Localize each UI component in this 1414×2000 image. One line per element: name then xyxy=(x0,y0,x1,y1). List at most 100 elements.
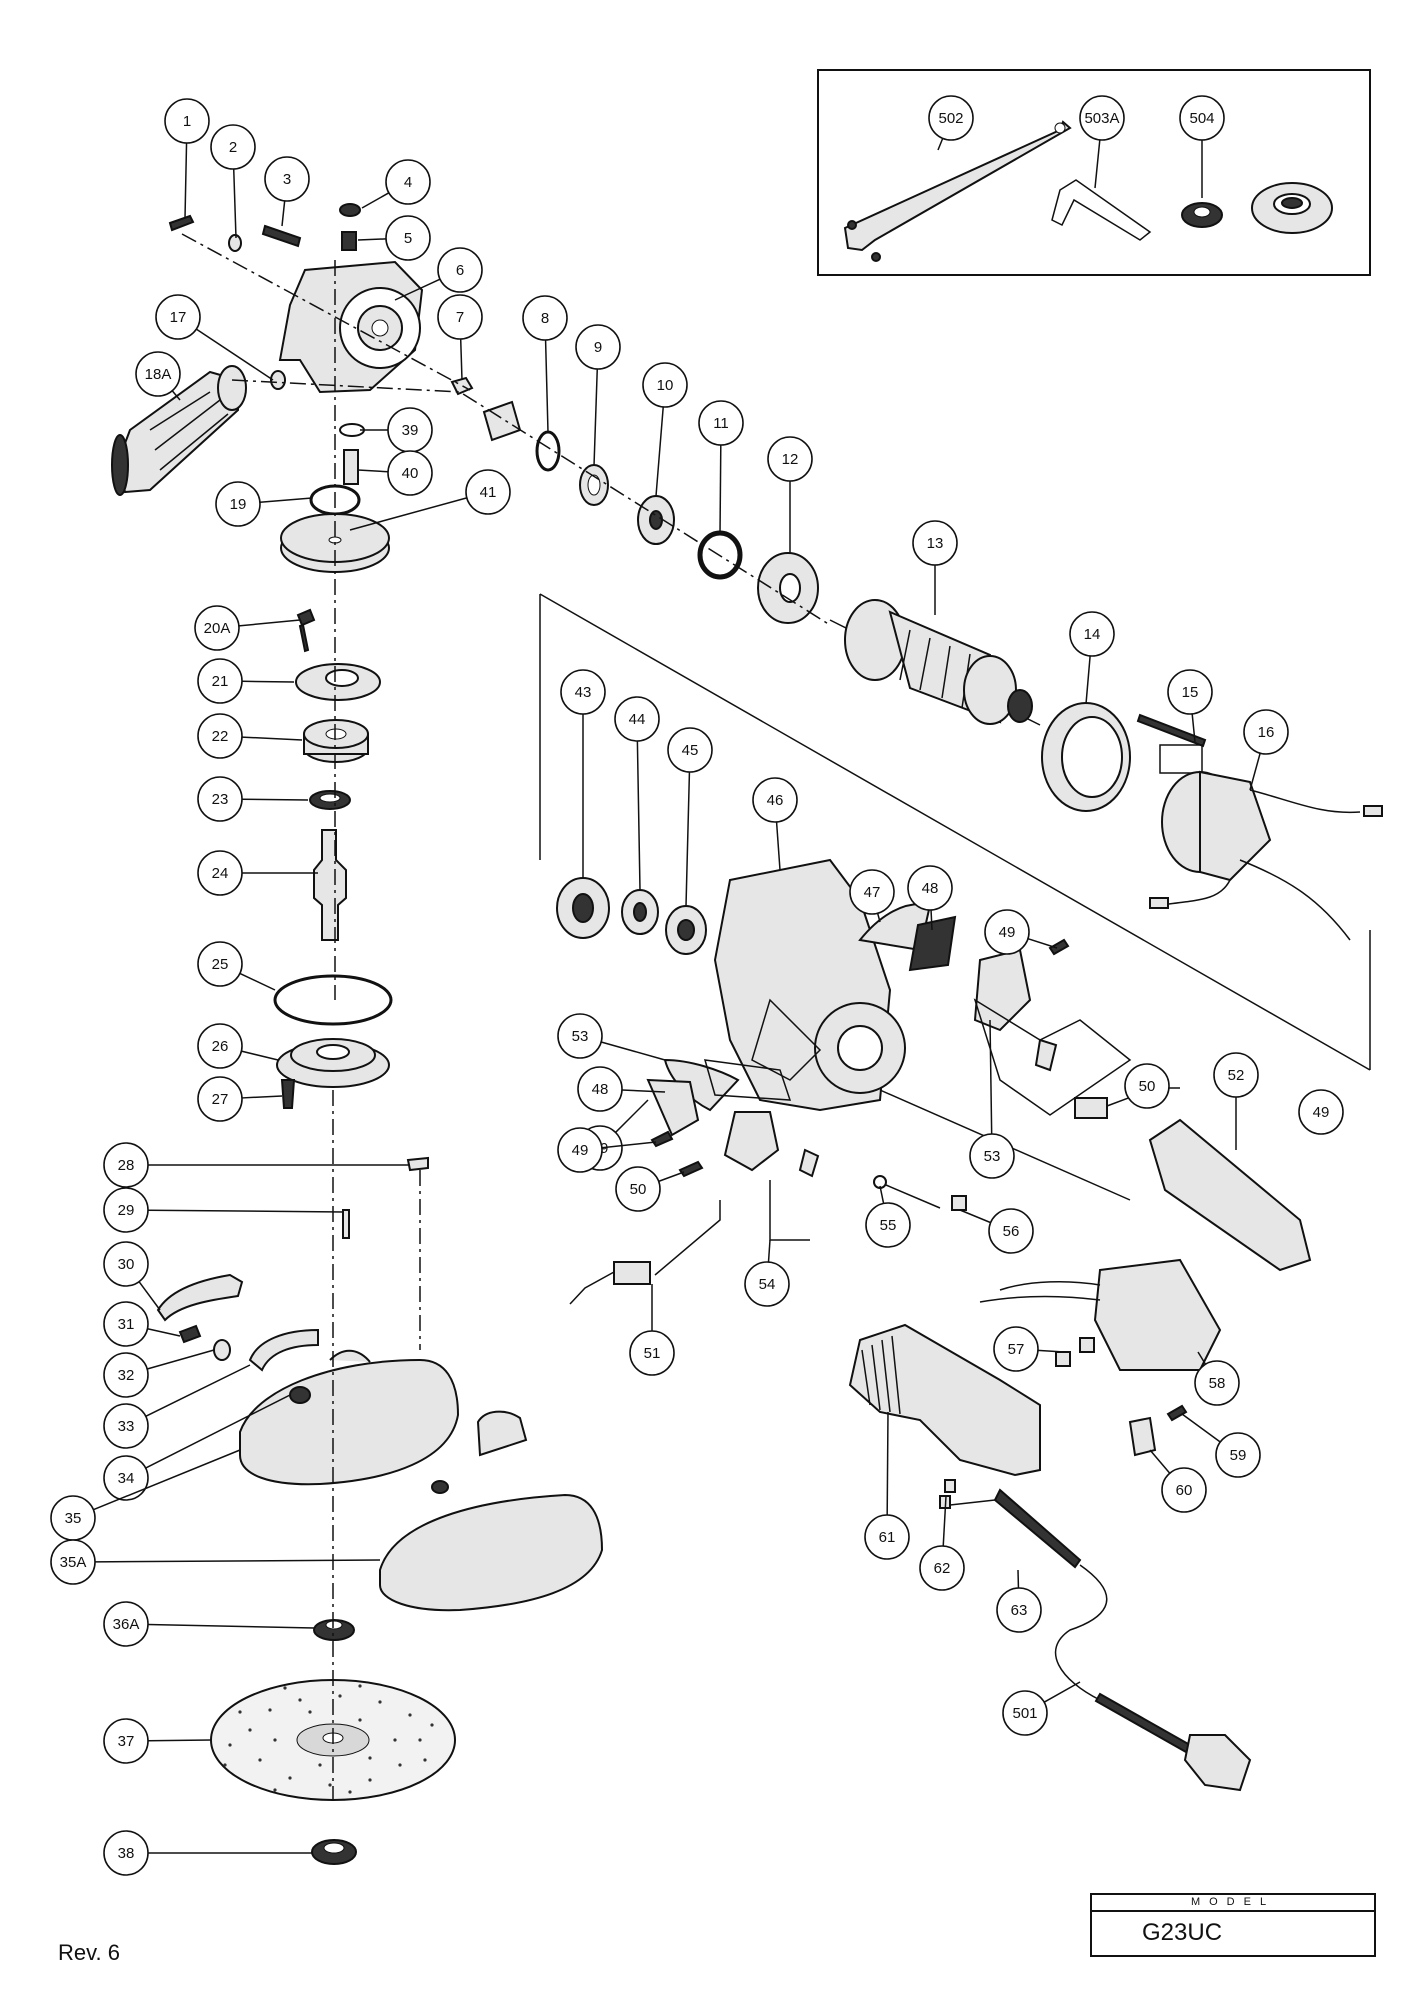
callout-circle xyxy=(1243,709,1289,755)
callout-leader xyxy=(1043,1681,1081,1703)
callout-32: 32 xyxy=(103,1349,215,1398)
callout-14: 14 xyxy=(1069,611,1115,705)
callout-number: 55 xyxy=(880,1217,897,1234)
callout-circle xyxy=(1079,95,1125,141)
callout-59: 59 xyxy=(1181,1413,1261,1478)
callout-number: 21 xyxy=(212,673,229,690)
callout-circle xyxy=(1179,95,1225,141)
callout-leader xyxy=(146,1349,215,1370)
callout-circle xyxy=(385,215,431,261)
callout-number: 43 xyxy=(575,684,592,701)
callout-12: 12 xyxy=(767,436,813,554)
callout-circle xyxy=(103,1718,149,1764)
callout-circle xyxy=(557,1127,603,1173)
callout-50: 50 xyxy=(1124,1063,1170,1109)
callout-number: 29 xyxy=(118,1202,135,1219)
callout-27: 27 xyxy=(197,1076,283,1122)
callout-circle xyxy=(164,98,210,144)
model-title-block: MODEL G23UC xyxy=(1090,1893,1376,1957)
model-name: G23UC xyxy=(1142,1919,1223,1946)
callout-circle xyxy=(557,1013,603,1059)
callout-circle xyxy=(1213,1052,1259,1098)
callout-circle xyxy=(614,696,660,742)
disc-dots xyxy=(223,1684,434,1794)
callout-44: 44 xyxy=(614,696,660,891)
callout-leader xyxy=(145,1364,251,1417)
callout-leader xyxy=(1037,1349,1065,1353)
callout-circle xyxy=(767,436,813,482)
callout-leader xyxy=(349,497,467,531)
callout-number: 45 xyxy=(682,742,699,759)
callout-circle xyxy=(575,324,621,370)
callout-number: 47 xyxy=(864,884,881,901)
callout-47: 47 xyxy=(849,869,895,923)
callout-number: 54 xyxy=(759,1276,776,1293)
callout-40: 40 xyxy=(357,450,433,496)
callout-circle xyxy=(103,1455,149,1501)
callout-number: 53 xyxy=(572,1028,589,1045)
callout-number: 59 xyxy=(1230,1447,1247,1464)
callout-leader xyxy=(241,798,309,801)
callout-35: 35 xyxy=(50,1449,241,1541)
callout-37: 37 xyxy=(103,1718,212,1764)
callout-leader xyxy=(879,1185,885,1204)
callout-leader xyxy=(171,390,181,401)
callout-24: 24 xyxy=(197,850,318,896)
callout-55: 55 xyxy=(865,1185,911,1248)
callout-number: 31 xyxy=(118,1316,135,1333)
callout-circle xyxy=(103,1301,149,1347)
callout-circle xyxy=(215,481,261,527)
assembly-lines xyxy=(181,233,1371,1800)
callout-circle xyxy=(577,1066,623,1112)
callout-number: 10 xyxy=(657,377,674,394)
callout-number: 50 xyxy=(630,1181,647,1198)
callout-number: 37 xyxy=(118,1733,135,1750)
callout-49: 49 xyxy=(1298,1089,1344,1135)
callout-circle xyxy=(1161,1467,1207,1513)
callout-leader xyxy=(238,619,301,627)
callout-39: 39 xyxy=(360,407,433,453)
callout-503a: 503A xyxy=(1079,95,1125,189)
callout-38: 38 xyxy=(103,1830,312,1876)
callout-leader xyxy=(195,328,274,381)
callout-number: 39 xyxy=(402,422,419,439)
callout-23: 23 xyxy=(197,776,309,822)
callout-leader xyxy=(147,1328,181,1337)
callout-leader xyxy=(147,1209,345,1213)
callout-number: 52 xyxy=(1228,1067,1245,1084)
callout-number: 32 xyxy=(118,1367,135,1384)
callout-number: 504 xyxy=(1189,110,1214,127)
callout-leader xyxy=(145,1394,291,1469)
callout-17: 17 xyxy=(155,294,274,381)
callout-leader xyxy=(1181,1413,1221,1443)
callout-circle xyxy=(1002,1690,1048,1736)
callout-circle xyxy=(103,1403,149,1449)
callout-circle xyxy=(928,95,974,141)
callout-leader xyxy=(719,444,722,535)
callout-9: 9 xyxy=(575,324,621,467)
callout-leader xyxy=(1191,713,1196,743)
callout-circle xyxy=(194,605,240,651)
callout-number: 23 xyxy=(212,791,229,808)
callout-circle xyxy=(50,1539,96,1585)
callout-15: 15 xyxy=(1167,669,1213,743)
callout-501: 501 xyxy=(1002,1681,1081,1736)
callout-circle xyxy=(912,520,958,566)
callout-circle xyxy=(387,450,433,496)
callout-circle xyxy=(465,469,511,515)
callout-number: 26 xyxy=(212,1038,229,1055)
callout-number: 5 xyxy=(404,230,412,247)
callout-circle xyxy=(744,1261,790,1307)
accessory-box xyxy=(817,69,1371,276)
callout-circle xyxy=(103,1352,149,1398)
callout-number: 28 xyxy=(118,1157,135,1174)
pinion-drawing xyxy=(482,400,522,442)
callout-circle xyxy=(197,658,243,704)
callout-57: 57 xyxy=(993,1326,1065,1372)
callout-leader xyxy=(636,740,641,891)
callout-circle xyxy=(197,941,243,987)
hex-wrench-drawing xyxy=(1051,179,1152,241)
callout-number: 4 xyxy=(404,174,412,191)
